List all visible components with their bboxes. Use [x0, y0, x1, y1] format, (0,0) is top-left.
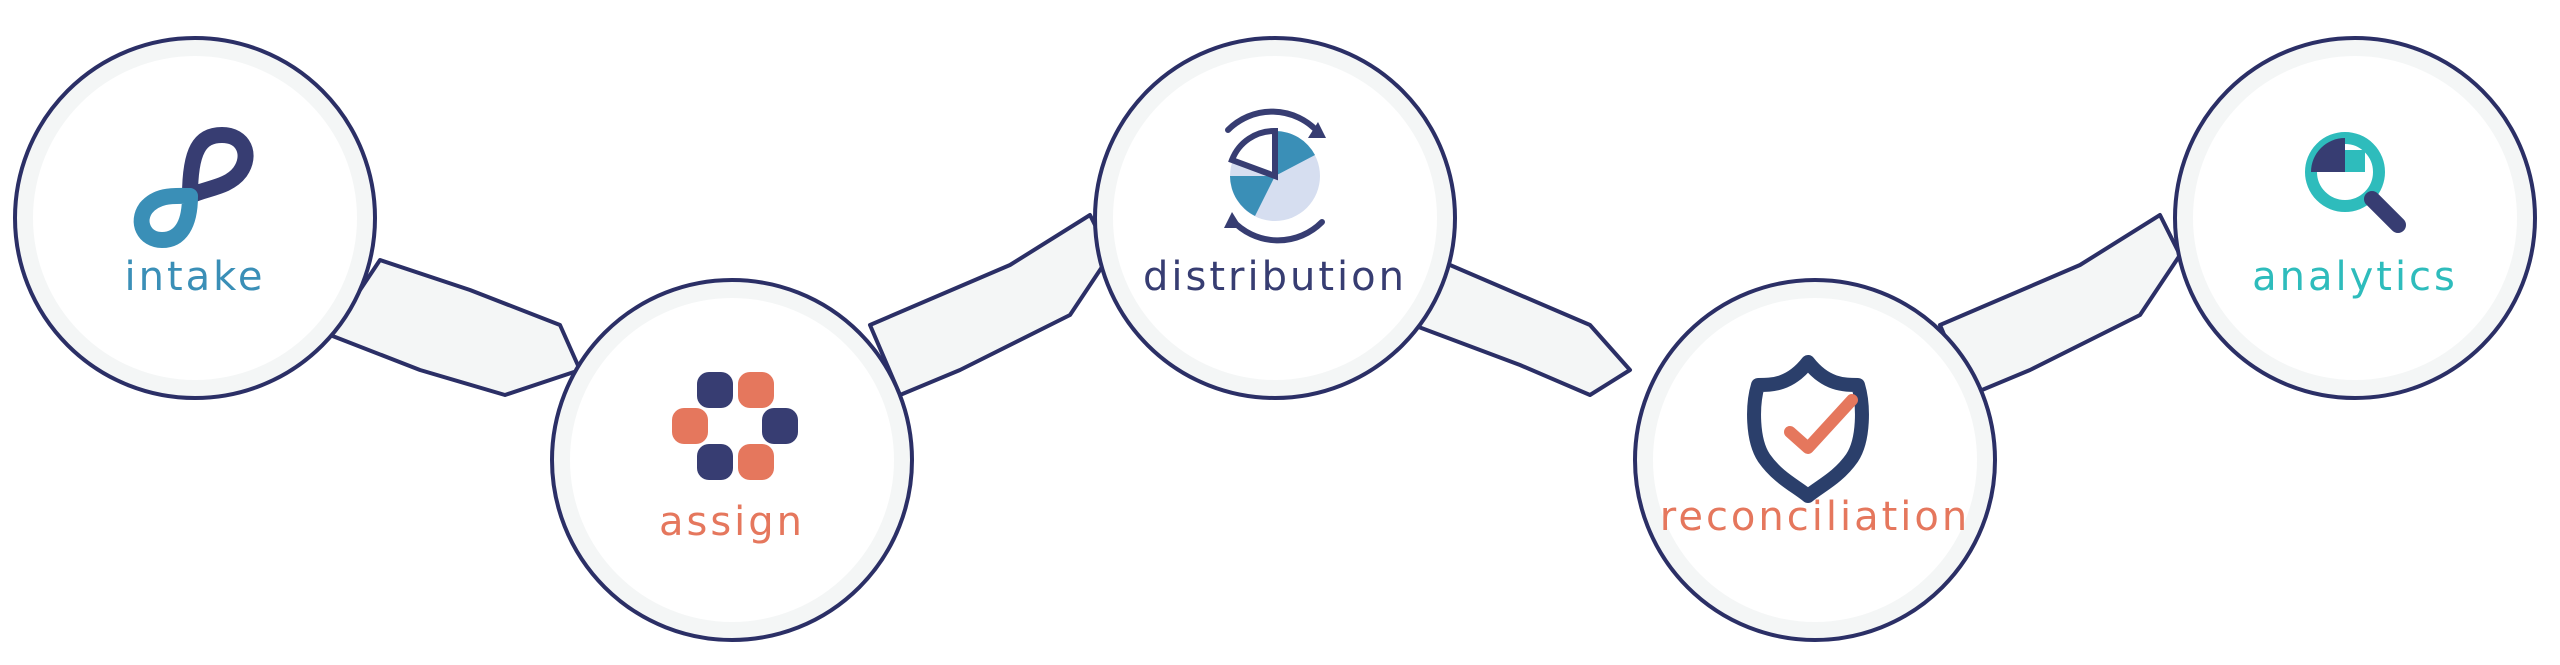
- magnifier-chart-icon: [2305, 132, 2406, 233]
- pie-cycle-icon: [1224, 108, 1326, 244]
- connector-assign-distribution: [868, 213, 1112, 397]
- connector-intake-assign: [328, 258, 582, 397]
- people-circle-icon: [672, 372, 798, 480]
- step-label-intake: intake: [124, 254, 265, 300]
- step-label-reconciliation: reconciliation: [1660, 494, 1970, 540]
- connectors: [328, 213, 2182, 397]
- infinity-loop-icon: [133, 126, 254, 249]
- step-label-assign: assign: [659, 499, 805, 545]
- step-label-analytics: analytics: [2252, 254, 2458, 300]
- shield-check-icon: [1747, 355, 1869, 503]
- step-label-distribution: distribution: [1143, 254, 1407, 300]
- connector-reconciliation-analytics: [1938, 213, 2182, 397]
